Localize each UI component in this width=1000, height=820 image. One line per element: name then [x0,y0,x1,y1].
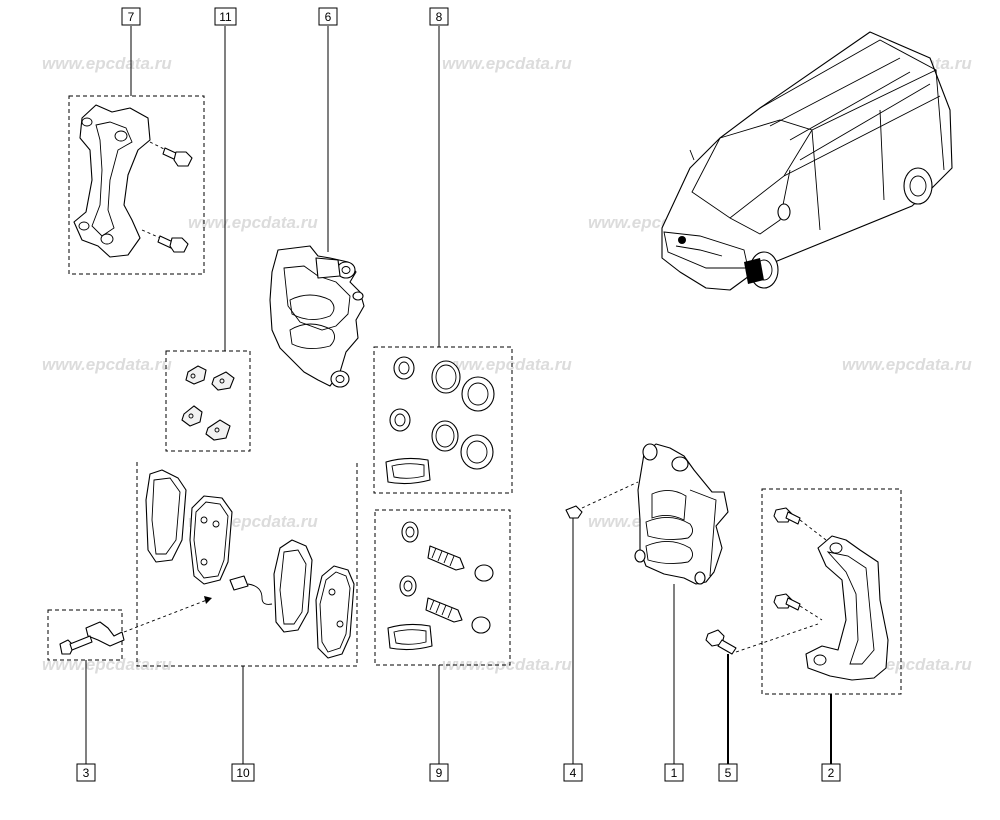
group-box-7 [68,95,205,275]
callout-6: 6 [318,7,338,26]
caliper-bracket-2[interactable] [805,535,889,681]
watermark: www.epcdata.ru [42,355,172,374]
callout-label: 3 [83,766,90,780]
callout-8: 8 [429,7,449,26]
callout-label: 9 [436,766,443,780]
callout-label: 2 [828,766,835,780]
callout-label: 6 [325,10,332,24]
callout-1: 1 [664,763,684,782]
brake-pad-left-back[interactable] [145,469,187,563]
brake-pad-right-front[interactable] [315,565,355,659]
callout-7: 7 [121,7,141,26]
sensor-bracket-3[interactable] [59,621,125,655]
brake-pad-left-front[interactable] [189,495,233,585]
caliper-1[interactable] [634,443,729,585]
leader-lines [85,26,832,764]
callout-5: 5 [718,763,738,782]
caliper-bracket-7[interactable] [73,104,151,258]
callout-label: 11 [219,10,232,24]
watermark: www.epcdata.ru [42,54,172,73]
callout-label: 10 [236,766,250,780]
guide-pin-kit-9[interactable] [387,521,494,651]
callout-10: 10 [231,763,255,782]
callout-label: 1 [671,766,678,780]
seal-kit-8[interactable] [385,356,495,485]
bracket-bolt-upper[interactable] [149,141,193,167]
callout-label: 8 [436,10,443,24]
callout-label: 5 [725,766,732,780]
group-box-9 [374,509,511,666]
callout-label: 4 [570,766,577,780]
watermark: www.epcdata.ru [188,213,318,232]
watermark: www.epcdata.ru [442,355,572,374]
pad-clips-11[interactable] [181,365,235,441]
bracket-bolt-upper-2[interactable] [773,507,827,541]
group-box-10 [136,462,358,667]
bracket-bolt-lower[interactable] [141,229,189,253]
wear-sensor[interactable] [229,575,273,605]
caliper-6[interactable] [269,245,365,388]
group-box-11 [165,350,251,452]
brake-pad-right-back[interactable] [273,539,313,633]
bleed-screw-4[interactable] [565,481,639,519]
dashed-connector [123,597,213,633]
callout-label: 7 [128,10,135,24]
callout-4: 4 [563,763,583,782]
watermark: www.epcdata.ru [442,655,572,674]
watermark: www.epcdata.ru [42,655,172,674]
callout-3: 3 [76,763,96,782]
bracket-bolt-lower-2[interactable] [773,593,823,621]
callout-11: 11 [214,7,237,26]
bolt-5[interactable] [705,623,819,655]
watermark: www.epcdata.ru [842,355,972,374]
watermark: www.epcdata.ru [442,54,572,73]
arrow-head [204,596,212,604]
van-illustration [661,31,953,291]
callout-2: 2 [821,763,841,782]
group-box-8 [373,346,513,494]
callout-9: 9 [429,763,449,782]
